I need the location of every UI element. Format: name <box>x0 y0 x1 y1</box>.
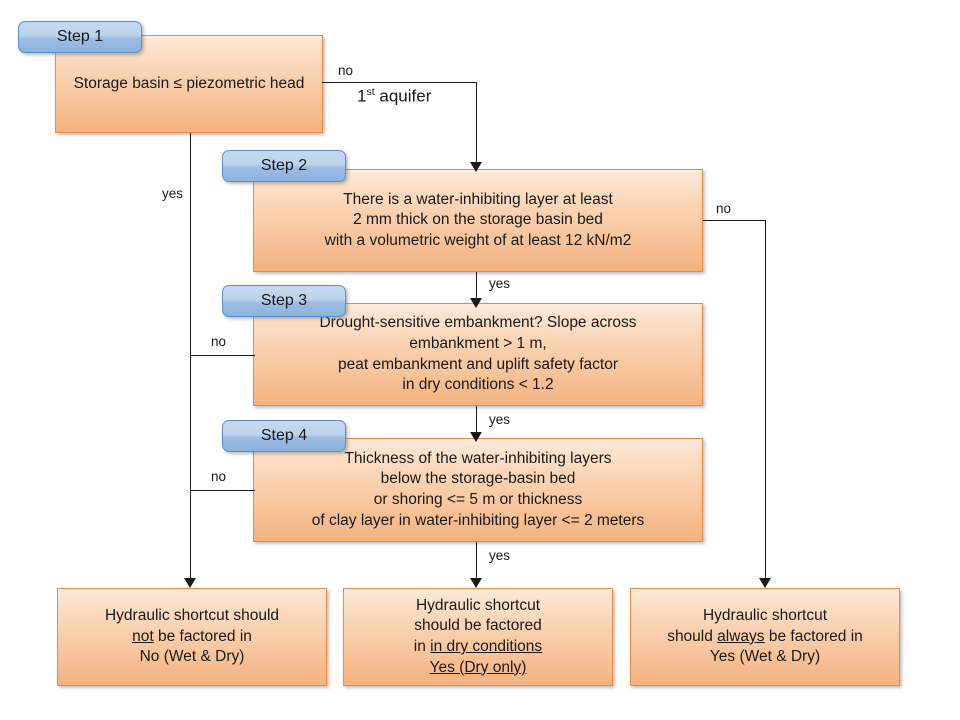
badge-step3[interactable]: Step 3 <box>222 285 346 317</box>
badge-step1[interactable]: Step 1 <box>18 21 142 53</box>
node-step2[interactable]: There is a water-inhibiting layer at lea… <box>253 169 703 272</box>
edge-step1-yes-trunk <box>190 133 191 585</box>
aquifer-word: aquifer <box>374 86 432 106</box>
node-step1-line-1: Storage basin ≤ piezometric head <box>73 74 305 92</box>
edge-step2-no-horizontal <box>703 220 766 221</box>
edge-label-step2-yes: yes <box>489 276 511 291</box>
edge-label-step3-no: no <box>211 334 227 349</box>
outcome1-line-2: not be factored in <box>64 627 320 648</box>
outcome1-line-2-rest: be factored in <box>153 627 252 645</box>
node-step3-line-1: Drought-sensitive embankment? Slope acro… <box>319 314 637 332</box>
outcome2-line-3: in in dry conditions <box>350 637 606 658</box>
edge-step1-no-horizontal <box>322 82 477 83</box>
badge-step2[interactable]: Step 2 <box>222 150 346 182</box>
node-outcome-always-text: Hydraulic shortcut should always be fact… <box>637 606 893 668</box>
edge-step1-no-arrowhead <box>470 162 482 172</box>
edge-label-step1-yes: yes <box>162 186 184 201</box>
node-step4-line-4: of clay layer in water-inhibiting layer … <box>311 511 645 529</box>
badge-step2-label: Step 2 <box>260 157 308 174</box>
node-step3-line-3: peat embankment and uplift safety factor <box>337 355 619 373</box>
node-step3-line-4: in dry conditions < 1.2 <box>402 376 554 394</box>
outcome3-line-2-post: be factored in <box>764 627 863 645</box>
outcome3-line-2-pre: should <box>667 627 718 645</box>
edge-label-step2-no: no <box>716 201 732 216</box>
node-outcome-always[interactable]: Hydraulic shortcut should always be fact… <box>630 588 900 686</box>
node-step2-line-1: There is a water-inhibiting layer at lea… <box>343 190 613 208</box>
edge-step4-yes-arrowhead <box>470 578 482 588</box>
node-step1-text: Storage basin ≤ piezometric head <box>62 74 316 95</box>
outcome1-line-1: Hydraulic shortcut should <box>104 607 280 625</box>
outcome1-line-3: No (Wet & Dry) <box>139 648 245 666</box>
edge-step1-no-vertical <box>476 82 477 166</box>
outcome3-line-2: should always be factored in <box>637 627 893 648</box>
outcome2-line-4: Yes (Dry only) <box>350 658 606 679</box>
edge-step3-yes-vertical <box>476 406 477 436</box>
node-step2-line-2: 2 mm thick on the storage basin bed <box>353 211 603 229</box>
badge-step4-label: Step 4 <box>260 427 308 444</box>
edge-label-step4-yes: yes <box>489 548 511 563</box>
edge-label-step3-yes: yes <box>489 412 511 427</box>
edge-step4-yes-vertical <box>476 542 477 582</box>
node-outcome-dry-only[interactable]: Hydraulic shortcut should be factored in… <box>343 588 613 686</box>
outcome2-line-1: Hydraulic shortcut <box>415 596 541 614</box>
node-outcome-not-factored[interactable]: Hydraulic shortcut should not be factore… <box>57 588 327 686</box>
node-step4-line-1: Thickness of the water-inhibiting layers <box>344 449 612 467</box>
outcome2-line-2: should be factored <box>414 617 542 635</box>
edge-step2-no-vertical <box>765 220 766 582</box>
node-step3-line-2: embankment > 1 m, <box>409 334 547 352</box>
aquifer-ordinal-suffix: st <box>366 86 375 98</box>
node-step2-text: There is a water-inhibiting layer at lea… <box>260 190 696 252</box>
edge-label-step1-no: no <box>338 63 354 78</box>
edge-step4-no-horizontal <box>190 490 255 491</box>
outcome3-emphasis-always: always <box>717 627 765 645</box>
edge-step2-yes-arrowhead <box>470 298 482 308</box>
outcome2-emphasis-dry-conditions: in dry conditions <box>430 638 543 655</box>
outcome3-line-3: Yes (Wet & Dry) <box>709 648 821 666</box>
node-step3[interactable]: Drought-sensitive embankment? Slope acro… <box>253 303 703 406</box>
outcome1-emphasis-not: not <box>132 627 154 645</box>
edge-label-step4-no: no <box>211 469 227 484</box>
outcome2-emphasis-yes-dry-only: Yes (Dry only) <box>429 658 527 676</box>
edge-step2-no-arrowhead <box>759 578 771 588</box>
node-outcome-not-factored-text: Hydraulic shortcut should not be factore… <box>64 606 320 668</box>
badge-step4[interactable]: Step 4 <box>222 420 346 452</box>
node-step2-line-3: with a volumetric weight of at least 12 … <box>324 231 632 249</box>
node-step4-text: Thickness of the water-inhibiting layers… <box>260 449 696 531</box>
badge-step1-label: Step 1 <box>56 28 104 45</box>
node-outcome-dry-only-text: Hydraulic shortcut should be factored in… <box>350 596 606 678</box>
aquifer-number: 1 <box>357 86 367 106</box>
node-step3-text: Drought-sensitive embankment? Slope acro… <box>260 313 696 395</box>
edge-step1-yes-arrowhead <box>184 578 196 588</box>
badge-step3-label: Step 3 <box>260 292 308 309</box>
edge-step2-yes-vertical <box>476 272 477 302</box>
edge-step3-no-horizontal <box>190 355 255 356</box>
edge-label-step1-aquifer: 1st aquifer <box>357 86 431 107</box>
node-step4-line-2: below the storage-basin bed <box>380 470 576 488</box>
outcome3-line-1: Hydraulic shortcut <box>702 607 828 625</box>
outcome2-line-3-pre: in <box>413 638 431 655</box>
node-step4-line-3: or shoring <= 5 m or thickness <box>373 491 583 508</box>
edge-step3-yes-arrowhead <box>470 432 482 442</box>
node-step4[interactable]: Thickness of the water-inhibiting layers… <box>253 438 703 542</box>
